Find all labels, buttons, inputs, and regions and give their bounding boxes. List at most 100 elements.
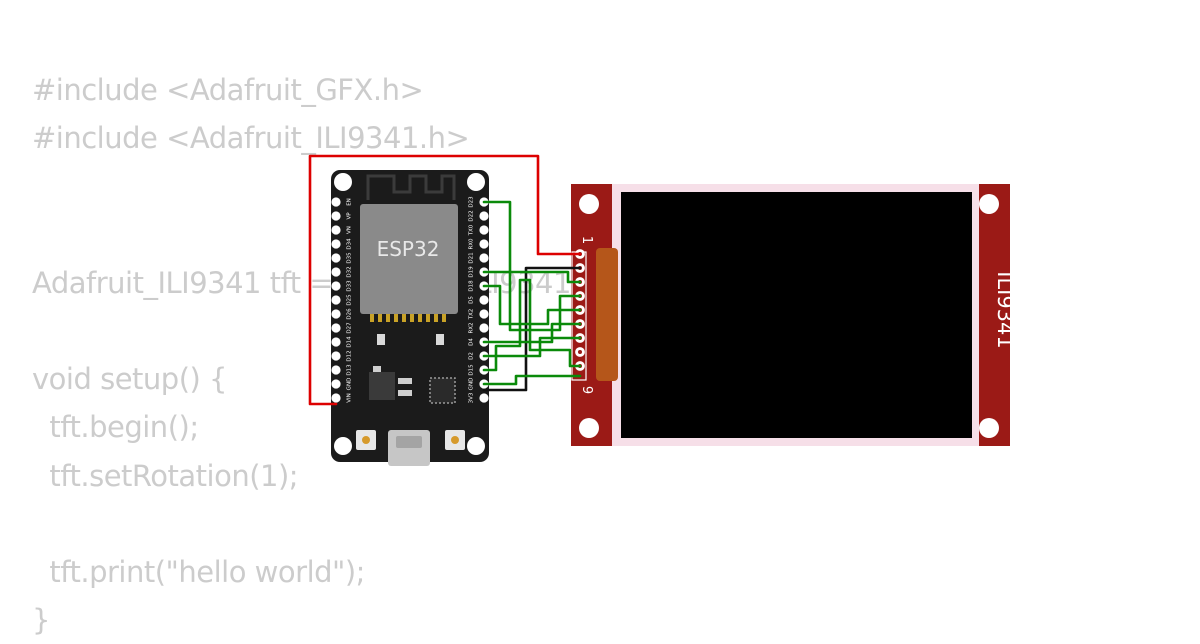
- esp32-pin-vn[interactable]: [331, 225, 341, 235]
- ili9341-display[interactable]: ILI9341 1 9: [571, 184, 1017, 446]
- wire-d4-reset[interactable]: [482, 322, 582, 344]
- esp32-pin-label: D15: [469, 364, 475, 376]
- esp32-pin-label: D2: [469, 352, 475, 360]
- esp32-pin-d25[interactable]: [331, 295, 341, 305]
- esp32-pin-label: D18: [469, 280, 475, 292]
- module-pad: [426, 314, 430, 322]
- wire-gnd-led[interactable]: [482, 374, 582, 386]
- esp32-pin-tx0[interactable]: [479, 225, 489, 235]
- esp32-pin-d33[interactable]: [331, 281, 341, 291]
- display-pin-last-label: 9: [579, 386, 594, 394]
- module-pad: [418, 314, 422, 322]
- module-pad: [394, 314, 398, 322]
- esp32-pin-label: RX2: [469, 322, 475, 333]
- esp32-pin-label: D33: [347, 280, 353, 292]
- mount-hole: [979, 418, 999, 438]
- esp32-pin-rx0[interactable]: [479, 239, 489, 249]
- esp32-pin-rx2[interactable]: [479, 323, 489, 333]
- mount-hole: [467, 173, 485, 191]
- wire-d15-cs[interactable]: [482, 278, 582, 372]
- esp32-pin-label: EN: [347, 198, 353, 206]
- esp32-pin-d21[interactable]: [479, 253, 489, 263]
- esp32-pin-d32[interactable]: [331, 267, 341, 277]
- wire-d23-mosi[interactable]: [482, 200, 582, 332]
- smd-component: [377, 334, 385, 345]
- wire-vin-vcc[interactable]: [308, 154, 582, 406]
- esp32-pin-vp[interactable]: [331, 211, 341, 221]
- code-line: }: [32, 603, 50, 638]
- mount-hole: [334, 437, 352, 455]
- regulator-tab: [398, 390, 412, 396]
- code-line: tft.setRotation(1);: [32, 458, 299, 493]
- wires: [308, 154, 582, 406]
- esp32-pin-label: D25: [347, 294, 353, 306]
- esp32-pin-label: D27: [347, 322, 353, 334]
- esp32-pin-label: TX0: [469, 224, 475, 236]
- esp32-chip-label: ESP32: [377, 237, 440, 261]
- esp32-pin-tx2[interactable]: [479, 309, 489, 319]
- esp32-pin-d12[interactable]: [331, 351, 341, 361]
- esp32-pin-d14[interactable]: [331, 337, 341, 347]
- display-pin-first-label: 1: [579, 236, 594, 244]
- esp32-pin-d5[interactable]: [479, 295, 489, 305]
- esp32-pin-label: D32: [347, 266, 353, 277]
- esp32-pin-label: D35: [347, 252, 353, 264]
- module-pad: [378, 314, 382, 322]
- esp32-pin-3v3[interactable]: [479, 393, 489, 403]
- esp32-pin-label: TX2: [469, 309, 475, 321]
- esp32-left-pin-header: ENVPVND34D35D32D33D25D26D27D14D12D13GNDV…: [331, 197, 353, 403]
- esp32-module: [360, 204, 458, 314]
- module-pad: [434, 314, 438, 322]
- esp32-pin-en[interactable]: [331, 197, 341, 207]
- wire-d18-sck[interactable]: [482, 284, 582, 326]
- code-line: tft.begin();: [32, 410, 199, 445]
- mount-hole: [579, 194, 599, 214]
- micro-usb-slot: [396, 436, 422, 448]
- display-pin-hole: [578, 350, 582, 354]
- esp32-pin-d26[interactable]: [331, 309, 341, 319]
- esp32-pin-d13[interactable]: [331, 365, 341, 375]
- esp32-pin-label: D26: [347, 308, 353, 320]
- regulator-tab: [398, 378, 412, 384]
- esp32-pin-d27[interactable]: [331, 323, 341, 333]
- smd-component: [436, 334, 444, 345]
- esp32-pin-d34[interactable]: [331, 239, 341, 249]
- mount-hole: [579, 418, 599, 438]
- esp32-pin-label: GND: [347, 378, 353, 391]
- esp32-pin-label: RX0: [469, 238, 475, 250]
- esp32-pin-label: D12: [347, 350, 353, 361]
- esp32-board[interactable]: ESP32 ENVPVND34D35D32D33D25D26D27D14D12D…: [331, 170, 489, 466]
- module-pad: [386, 314, 390, 322]
- module-pad: [410, 314, 414, 322]
- module-pad: [442, 314, 446, 322]
- mount-hole: [979, 194, 999, 214]
- wire-d2-dc[interactable]: [482, 336, 582, 358]
- regulator-tab: [373, 366, 381, 372]
- esp32-pin-label: 3V3: [469, 392, 475, 403]
- esp32-pin-vin[interactable]: [331, 393, 341, 403]
- esp32-pin-label: D23: [469, 196, 475, 208]
- esp32-pin-label: VN: [347, 226, 353, 234]
- circuit-diagram: ILI9341 1 9 ESP32 ENVPVND34D35D32D33D25D…: [308, 154, 1017, 466]
- esp32-pin-label: D19: [469, 266, 475, 278]
- esp32-pin-label: D5: [469, 296, 475, 304]
- esp32-pin-label: D22: [469, 210, 475, 221]
- module-pads: [370, 314, 446, 322]
- mount-hole: [334, 173, 352, 191]
- esp32-pin-label: D14: [347, 336, 353, 348]
- esp32-pin-label: GND: [469, 378, 475, 391]
- boot-button-cap: [362, 436, 370, 444]
- wifi-antenna: [366, 174, 456, 200]
- esp32-pin-gnd[interactable]: [331, 379, 341, 389]
- esp32-pin-d35[interactable]: [331, 253, 341, 263]
- esp32-pin-label: D21: [469, 252, 475, 263]
- esp32-pin-label: VP: [347, 212, 353, 220]
- esp32-pin-d22[interactable]: [479, 211, 489, 221]
- code-line: #include <Adafruit_ILI9341.h>: [32, 121, 470, 156]
- wire-d19-miso[interactable]: [482, 270, 582, 284]
- flex-cable: [596, 248, 618, 381]
- code-line: tft.print("hello world");: [32, 554, 365, 589]
- display-label: ILI9341: [993, 271, 1017, 349]
- usb-uart-chip: [429, 377, 456, 404]
- esp32-pin-label: VIN: [347, 393, 353, 403]
